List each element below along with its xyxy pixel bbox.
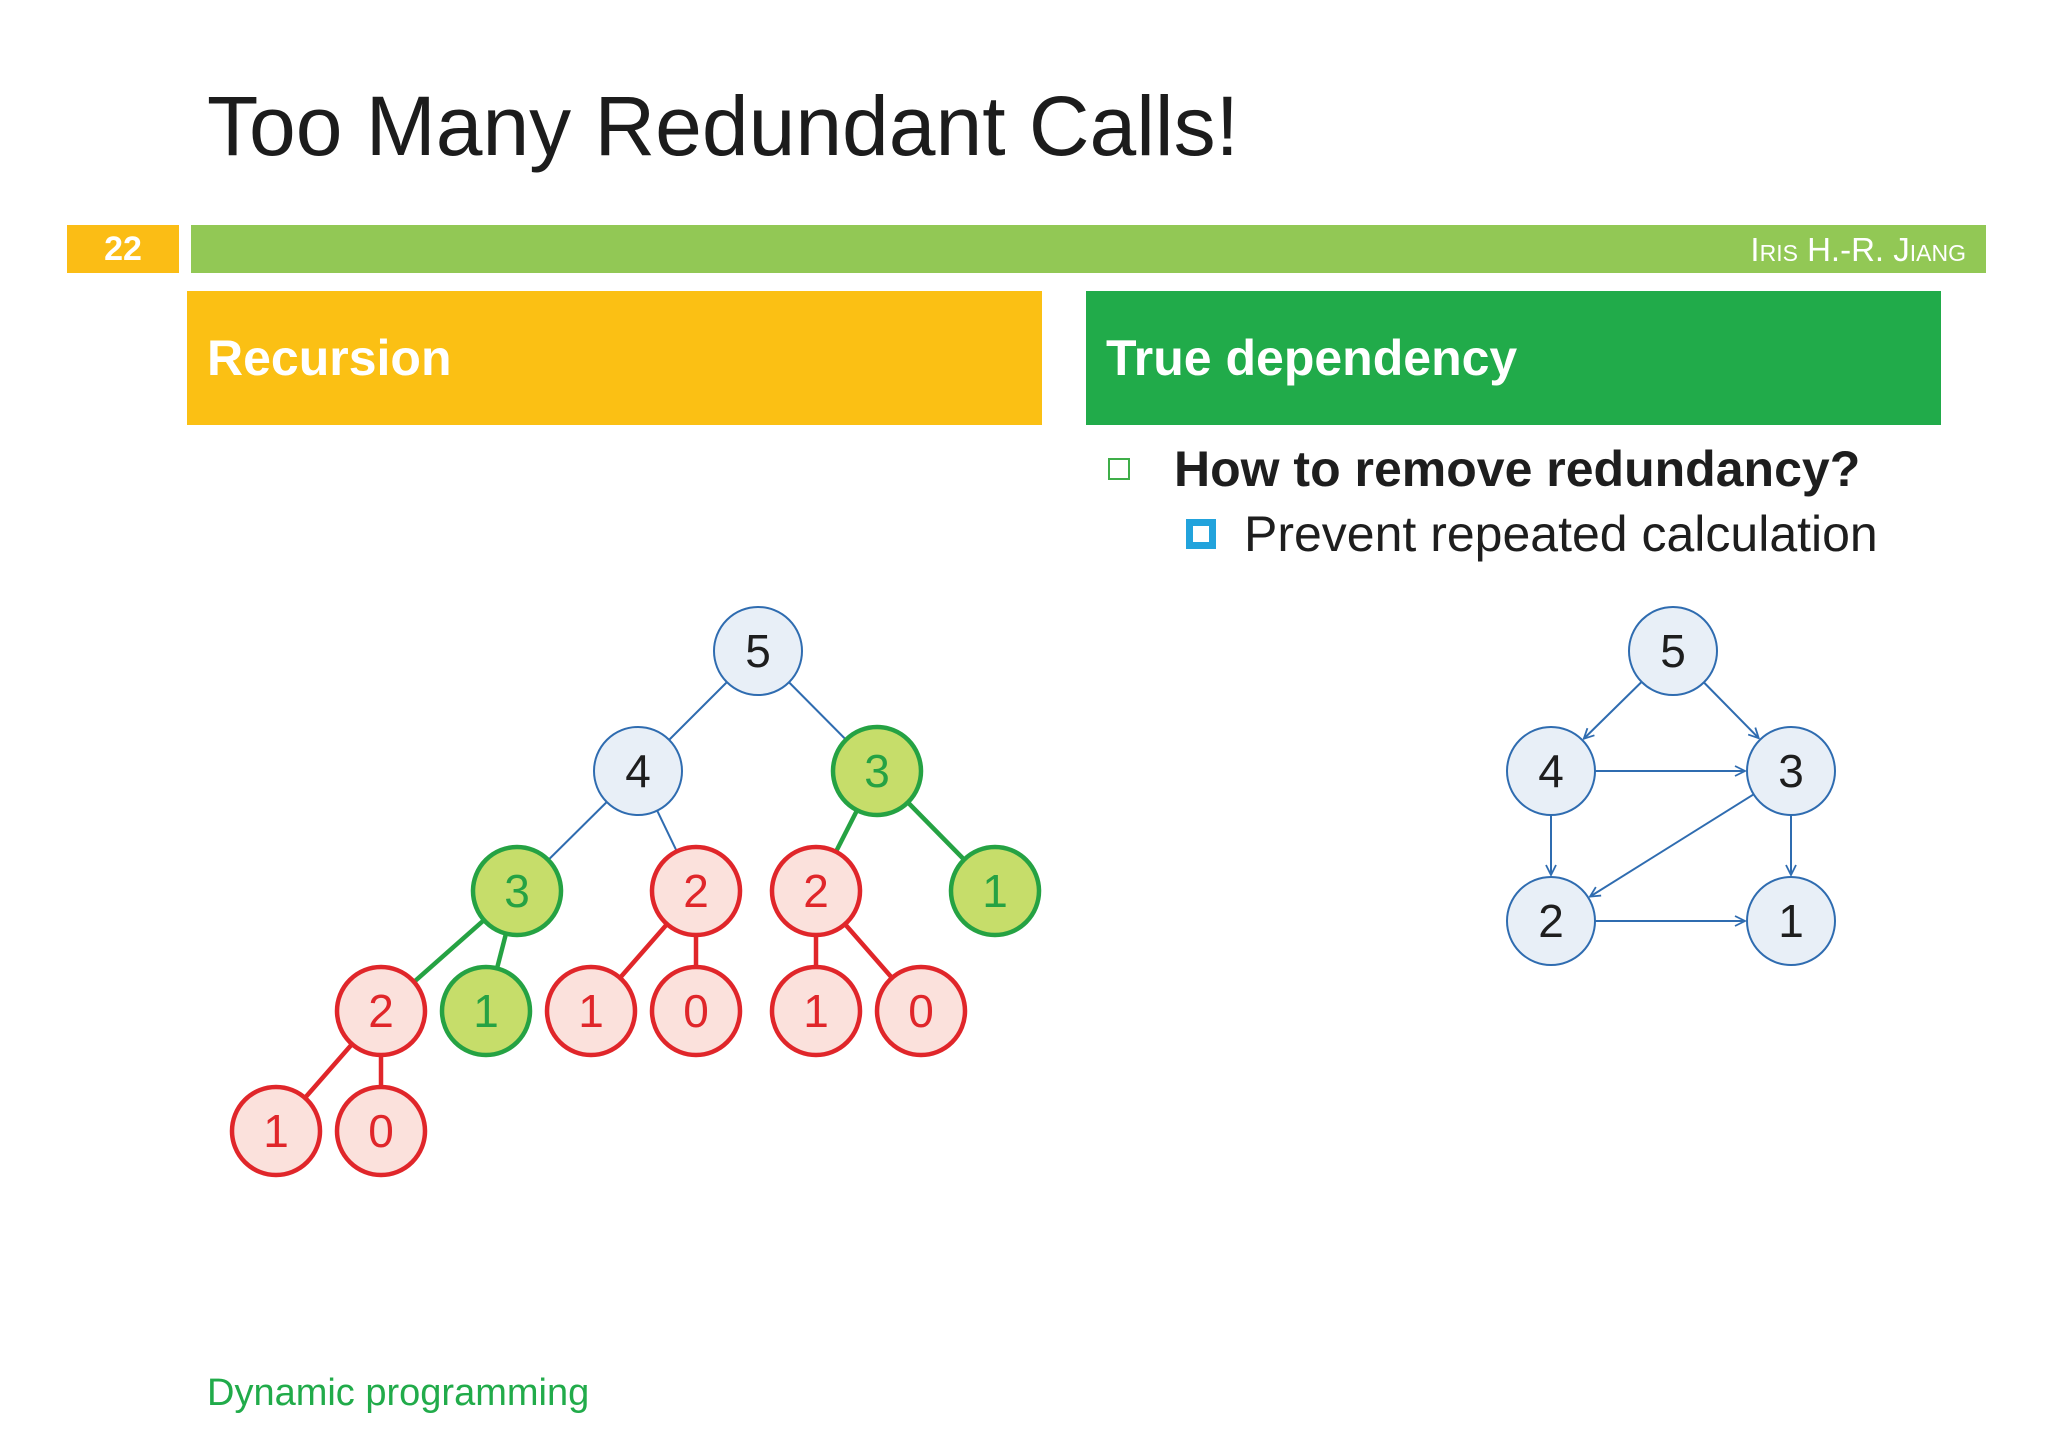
recursion-tree-edge [547, 801, 608, 861]
recursion-tree-edge [656, 810, 678, 852]
dependency-graph-edges [1551, 681, 1791, 921]
repeated-call-node-green [830, 724, 924, 818]
bullet-text: Prevent repeated calculation [1244, 506, 1878, 562]
repeated-call-node-red [334, 964, 428, 1058]
recursion-tree-edge [843, 922, 894, 980]
repeated-call-node-red [649, 964, 743, 1058]
node-label: 1 [578, 985, 604, 1037]
dependency-node [1628, 606, 1718, 696]
repeated-call-node-red [874, 964, 968, 1058]
slide-title: Too Many Redundant Calls! [207, 79, 1239, 173]
recursion-tree-edges [303, 681, 966, 1100]
node-label: 3 [504, 865, 530, 917]
footer-topic: Dynamic programming [207, 1372, 590, 1414]
node-label: 2 [683, 865, 709, 917]
node-label: 2 [368, 985, 394, 1037]
repeated-call-node-green [439, 964, 533, 1058]
bullet-level-2: Prevent repeated calculation [1186, 505, 1878, 563]
recursion-tree-edge [494, 933, 509, 969]
repeated-call-node-green [948, 844, 1042, 938]
repeated-call-node-red [334, 1084, 428, 1178]
node-label: 1 [803, 985, 829, 1037]
node-label: 0 [908, 985, 934, 1037]
repeated-call-node-red [544, 964, 638, 1058]
dependency-arrow [1590, 793, 1755, 896]
node-label: 1 [982, 865, 1008, 917]
dependency-arrow [1584, 681, 1643, 739]
node-label: 1 [1778, 895, 1804, 947]
recursion-tree-edge [303, 1042, 354, 1100]
bullet-level-1: How to remove redundancy? [1108, 440, 1860, 498]
node-label: 5 [1660, 625, 1686, 677]
dependency-node [1746, 726, 1836, 816]
dependency-node [1746, 876, 1836, 966]
repeated-call-node-red [649, 844, 743, 938]
node-label: 3 [1778, 745, 1804, 797]
call-node [713, 606, 803, 696]
dependency-node [1506, 876, 1596, 966]
repeated-call-node-red [229, 1084, 323, 1178]
node-label: 2 [1538, 895, 1564, 947]
node-label: 0 [368, 1105, 394, 1157]
node-label: 4 [625, 745, 651, 797]
recursion-heading: Recursion [187, 291, 1042, 425]
true-dependency-heading: True dependency [1086, 291, 1941, 425]
node-label: 3 [864, 745, 890, 797]
repeated-call-node-red [769, 844, 863, 938]
recursion-tree-edge [618, 922, 669, 980]
bullet-text: How to remove redundancy? [1174, 441, 1861, 497]
node-label: 4 [1538, 745, 1564, 797]
recursion-tree-edge [788, 681, 847, 741]
node-label: 5 [745, 625, 771, 677]
recursion-tree-nodes: 5 4 3 3 2 2 1 2 1 1 0 1 0 1 0 [229, 606, 1042, 1178]
recursion-tree-edge [412, 918, 486, 984]
node-label: 1 [263, 1105, 289, 1157]
node-label: 1 [473, 985, 499, 1037]
hollow-square-bullet-icon [1108, 457, 1130, 480]
header-bar: Iris H.-R. Jiang [191, 225, 1986, 273]
recursion-tree-edge [668, 681, 728, 741]
node-label: 2 [803, 865, 829, 917]
recursion-tree-edge [833, 809, 860, 853]
repeated-call-node-green [470, 844, 564, 938]
dependency-graph-nodes: 5 4 3 2 1 [1506, 606, 1836, 966]
repeated-call-node-red [769, 964, 863, 1058]
page-number: 22 [67, 225, 179, 273]
node-label: 0 [683, 985, 709, 1037]
dependency-node [1506, 726, 1596, 816]
filled-square-bullet-icon [1186, 518, 1216, 549]
author-name: Iris H.-R. Jiang [1750, 231, 1966, 268]
call-node [593, 726, 683, 816]
recursion-tree-edge [906, 800, 966, 862]
dependency-arrow [1703, 681, 1759, 738]
